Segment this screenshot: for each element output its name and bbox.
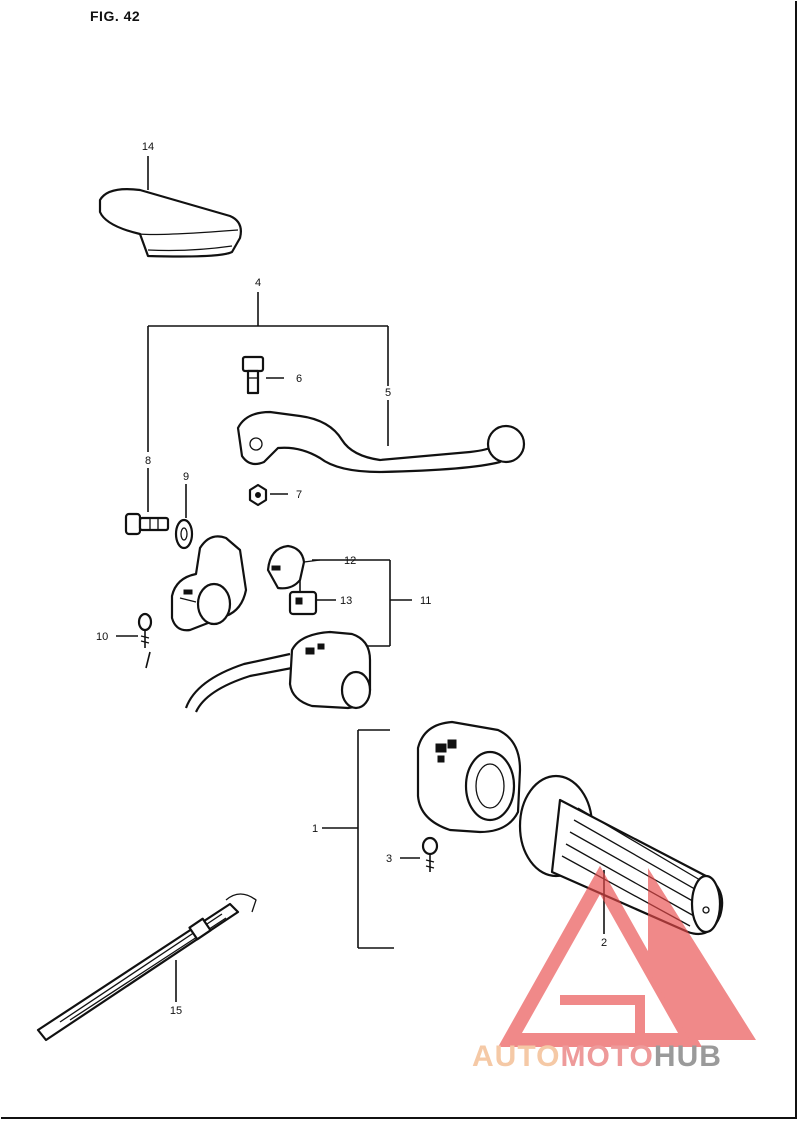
callout-11: 11	[420, 595, 431, 607]
callout-8: 8	[145, 455, 151, 467]
lever-cover-part	[98, 188, 242, 258]
callout-3: 3	[386, 853, 392, 865]
washer-part	[174, 518, 194, 550]
watermark-text: AUTOMOTOHUB	[472, 1040, 722, 1074]
cable-tie-part	[36, 893, 257, 1042]
callout-13: 13	[340, 595, 352, 607]
callout-6: 6	[296, 373, 302, 385]
callout-2: 2	[601, 937, 607, 949]
callout-1: 1	[312, 823, 318, 835]
bracket-screw-part	[137, 612, 153, 669]
callout-7: 7	[296, 489, 302, 501]
figure-title: FIG. 42	[90, 8, 141, 24]
handlebar-grip-part	[518, 774, 724, 936]
housing-screw-part	[421, 836, 439, 872]
lever-nut-part	[248, 483, 268, 507]
switch-clip-part	[288, 580, 318, 616]
callout-15: 15	[170, 1005, 182, 1017]
bracket-bolt-part	[124, 512, 170, 536]
watermark-logo	[498, 865, 756, 1047]
watermark-auto: AUTO	[472, 1040, 561, 1073]
callout-9: 9	[183, 471, 189, 483]
callout-12: 12	[344, 555, 356, 567]
callout-5: 5	[385, 387, 391, 399]
brake-lever-part	[236, 410, 526, 474]
watermark-hub: HUB	[653, 1040, 722, 1073]
callout-10: 10	[96, 631, 108, 643]
callout-4: 4	[255, 277, 261, 289]
lever-bracket-part	[170, 535, 248, 632]
callout-14: 14	[142, 141, 154, 153]
switch-clamp-part	[266, 544, 321, 590]
watermark-moto: MOTO	[560, 1040, 654, 1073]
pivot-bolt-part	[241, 355, 265, 395]
handlebar-switch-part	[184, 630, 372, 713]
right-switch-housing-part	[416, 720, 522, 834]
